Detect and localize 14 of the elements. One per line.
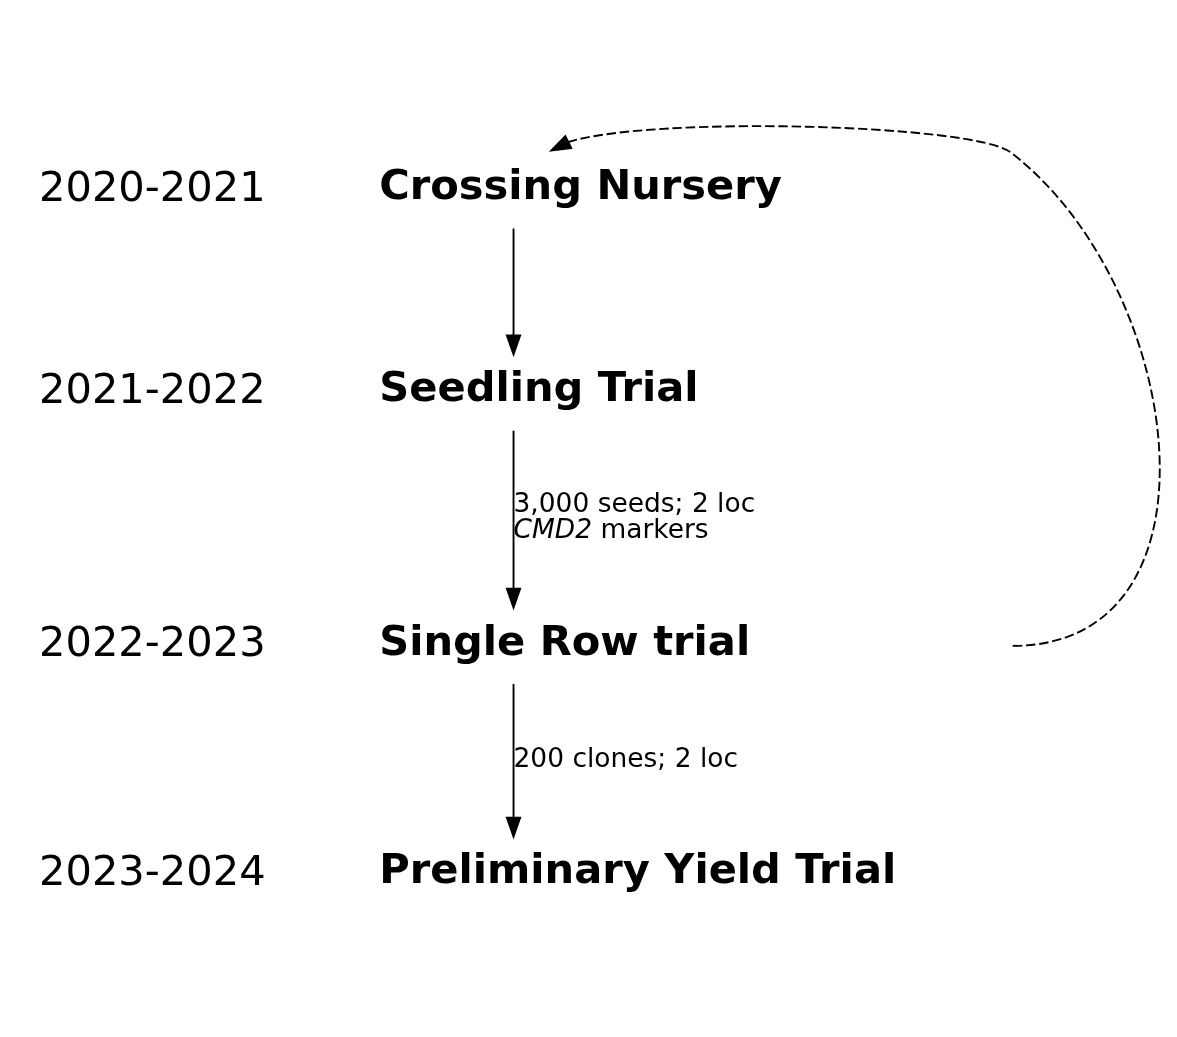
arrow [548,124,1161,647]
node-label: 2022-2023 [38,616,266,666]
arrow [505,227,522,357]
node-label: 2021-2022 [38,363,266,413]
edge-label: 200 clones; 2 loc [513,741,738,773]
node-text: Preliminary Yield Trial [379,843,897,893]
node-text: Crossing Nursery [379,159,782,209]
node-label: 2020-2021 [38,161,266,211]
arrow [505,429,522,610]
node-text: Seedling Trial [379,361,699,411]
edge-label: 3,000 seeds; 2 loc CMD2 markers [513,486,756,544]
node-text: Single Row trial [379,615,751,665]
node-label: 2023-2024 [38,845,266,895]
arrow [505,682,522,840]
